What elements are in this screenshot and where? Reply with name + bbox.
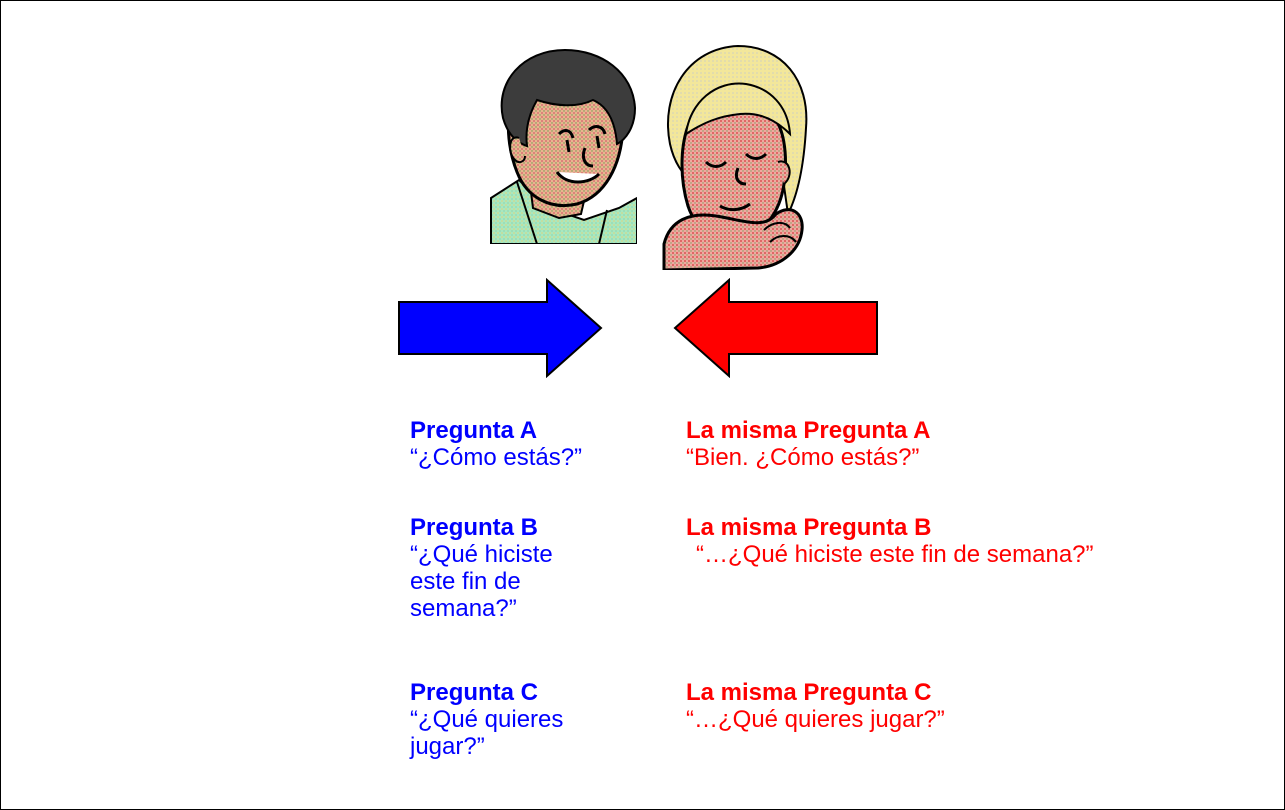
- question-c-title: Pregunta C: [410, 679, 539, 706]
- question-b-block: Pregunta B “¿Qué hiciste este fin de sem…: [410, 514, 660, 622]
- question-b-text-line-3: semana?”: [410, 595, 517, 622]
- question-c-text-line-2: jugar?”: [410, 733, 485, 760]
- same-question-c-title: La misma Pregunta C: [686, 679, 932, 706]
- question-c-text-line-1: “¿Qué quieres: [410, 706, 564, 733]
- question-b-text-line-1: “¿Qué hiciste: [410, 541, 553, 568]
- arrow-left-red: [673, 277, 879, 379]
- same-question-c-text: “…¿Qué quieres jugar?”: [686, 706, 945, 733]
- boy-talking-clipart: [489, 48, 637, 244]
- question-a-title: Pregunta A: [410, 417, 538, 444]
- same-question-b-block: La misma Pregunta B “…¿Qué hiciste este …: [686, 514, 1246, 568]
- same-question-b-text: “…¿Qué hiciste este fin de semana?”: [696, 541, 1094, 568]
- same-question-a-title: La misma Pregunta A: [686, 417, 931, 444]
- same-question-a-block: La misma Pregunta A “Bien. ¿Cómo estás?”: [686, 417, 1246, 471]
- question-a-text: “¿Cómo estás?”: [410, 444, 583, 471]
- question-a-block: Pregunta A “¿Cómo estás?”: [410, 417, 660, 471]
- question-b-text-line-2: este fin de: [410, 568, 521, 595]
- same-question-a-text: “Bien. ¿Cómo estás?”: [686, 444, 920, 471]
- question-b-title: Pregunta B: [410, 514, 539, 541]
- same-question-b-title: La misma Pregunta B: [686, 514, 932, 541]
- same-question-c-block: La misma Pregunta C “…¿Qué quieres jugar…: [686, 679, 1246, 733]
- question-c-block: Pregunta C “¿Qué quieres jugar?”: [410, 679, 660, 760]
- arrow-right-blue: [397, 277, 603, 379]
- girl-thinking-clipart: [660, 44, 810, 270]
